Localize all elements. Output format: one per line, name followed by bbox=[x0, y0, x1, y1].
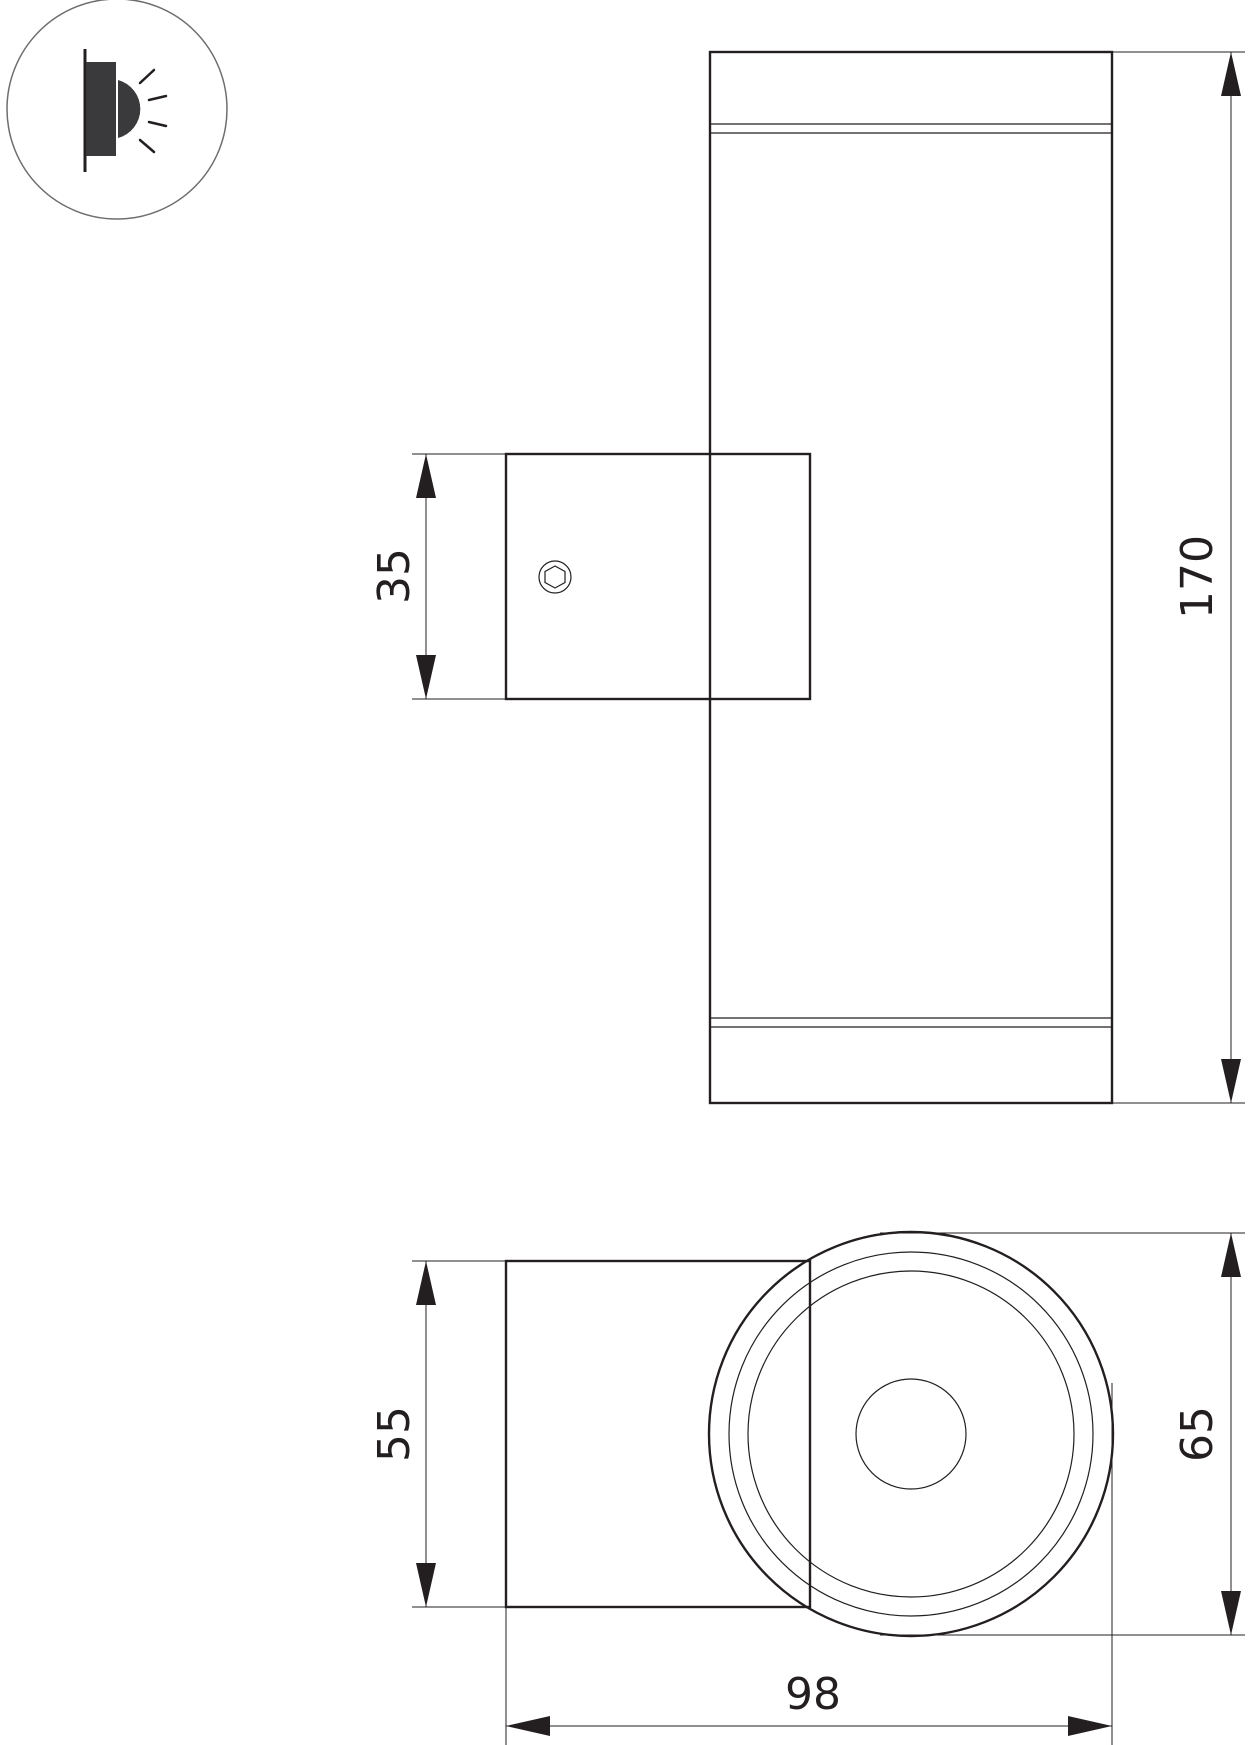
label-65: 65 bbox=[1172, 1406, 1223, 1462]
lamp-lens-icon bbox=[118, 80, 141, 138]
head-ring-2 bbox=[747, 1270, 1075, 1598]
dimension-mount-height: 35 bbox=[369, 453, 506, 700]
lamp-body-icon bbox=[86, 62, 116, 156]
mount-block bbox=[504, 452, 812, 701]
head-ring-1 bbox=[728, 1251, 1094, 1617]
head-outer-circle bbox=[707, 1230, 1115, 1638]
light-rays-icon bbox=[138, 68, 168, 154]
wall-light-icon bbox=[6, 0, 228, 220]
icon-circle bbox=[6, 0, 228, 220]
front-view bbox=[504, 50, 1114, 1105]
side-block bbox=[504, 1259, 812, 1609]
label-170: 170 bbox=[1172, 535, 1223, 619]
bottom-view bbox=[504, 1230, 1115, 1638]
label-35: 35 bbox=[369, 548, 420, 604]
dimension-head-diameter: 65 bbox=[880, 1232, 1245, 1636]
label-98: 98 bbox=[785, 1669, 841, 1720]
dimension-total-depth: 98 bbox=[505, 1383, 1113, 1745]
cylinder-body bbox=[708, 50, 1114, 1105]
dimension-side-height: 55 bbox=[369, 1260, 506, 1608]
lens-circle bbox=[855, 1378, 967, 1490]
dimension-total-height: 170 bbox=[1112, 51, 1245, 1104]
hex-screw-icon bbox=[538, 560, 572, 594]
label-55: 55 bbox=[369, 1406, 420, 1462]
